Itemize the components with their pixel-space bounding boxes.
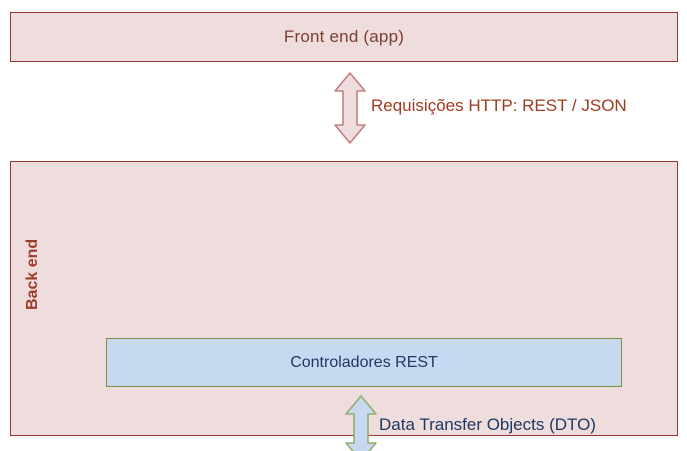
http-connector-label: Requisições HTTP: REST / JSON [371,96,627,115]
dto-double-arrow-icon [344,395,378,451]
backend-label: Back end [24,238,41,310]
frontend-box: Front end (app) [10,12,678,62]
backend-box: Back end Controladores REST Data Transfe… [10,161,678,451]
http-double-arrow-icon [333,72,367,144]
layer-controllers: Controladores REST [106,338,622,387]
layer-controllers-label: Controladores REST [290,353,438,371]
frontend-label: Front end (app) [283,27,405,46]
dto-connector-label: Data Transfer Objects (DTO) [379,415,596,434]
